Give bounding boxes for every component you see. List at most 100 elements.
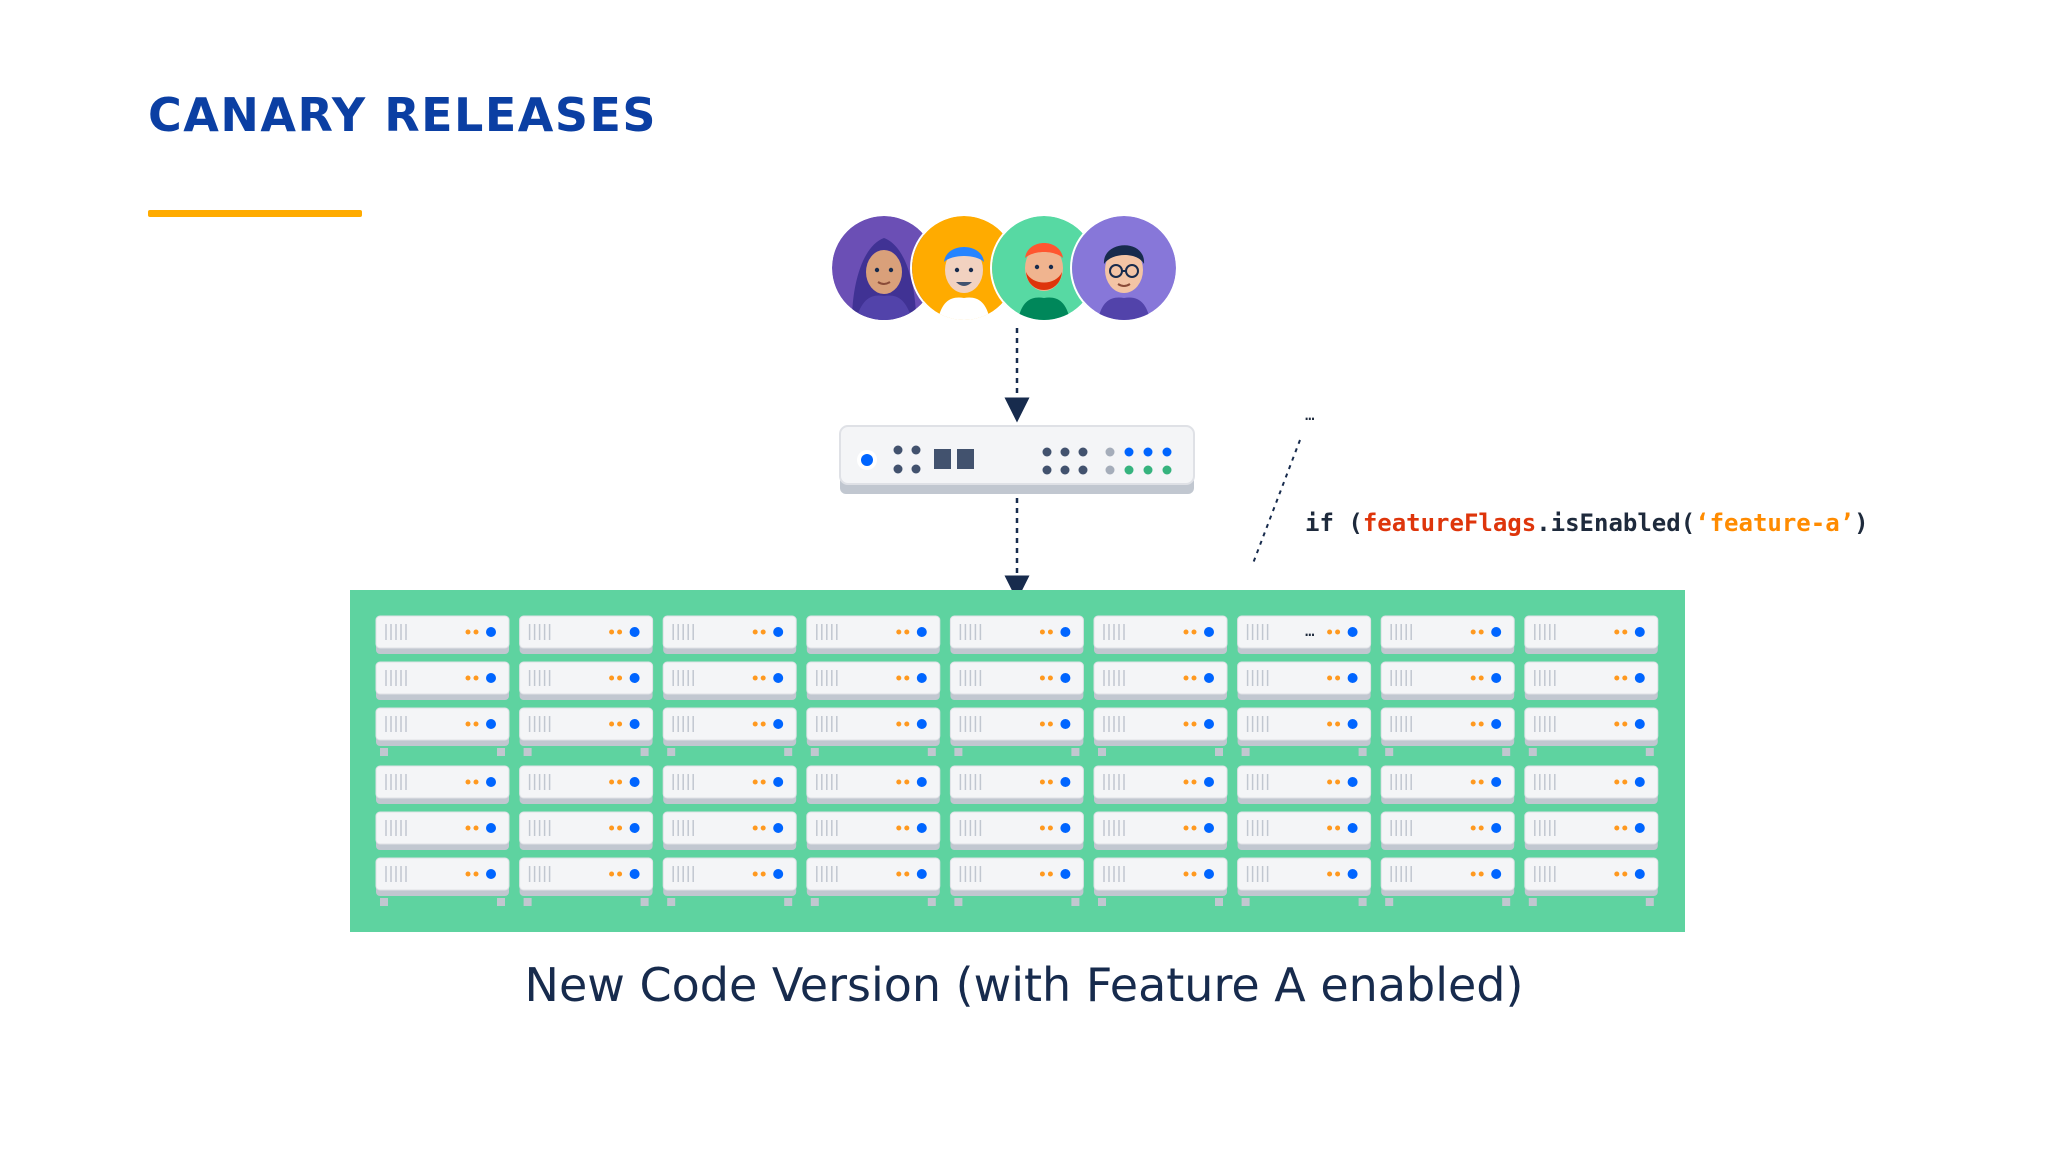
server-rack-foot: [1215, 898, 1223, 906]
server-unit-face: [1237, 811, 1372, 845]
server-unit: [375, 857, 510, 896]
server-rack-foot: [1502, 898, 1511, 906]
server-rack-foot: [640, 748, 649, 756]
server-led-orange: [1622, 871, 1628, 877]
server-unit: [1380, 661, 1515, 700]
server-unit-face: [1524, 811, 1659, 845]
server-led-blue: [1204, 673, 1214, 683]
server-led-blue: [916, 823, 927, 833]
server-led-blue: [629, 719, 640, 729]
server-led-orange: [1191, 779, 1197, 785]
server-led-orange: [1183, 871, 1189, 877]
server-led-blue: [629, 823, 640, 833]
server-unit-face: [375, 765, 510, 799]
server-unit: [519, 707, 654, 746]
code-keyword: if: [1305, 509, 1334, 537]
server-rack-foot: [667, 898, 676, 906]
server-grid: [375, 615, 1659, 906]
server-led-blue: [1204, 777, 1214, 787]
server-unit-face: [806, 707, 941, 741]
server-led-blue: [1060, 869, 1071, 879]
server-led-orange: [752, 779, 758, 785]
server-led-orange: [896, 629, 902, 635]
server-unit-face: [375, 707, 510, 741]
server-rack-foot: [927, 748, 936, 756]
server-rack-foot: [1645, 898, 1654, 906]
server-led-blue: [1634, 719, 1645, 729]
server-rack: [519, 765, 654, 906]
server-led-orange: [1335, 871, 1341, 877]
server-unit: [806, 661, 941, 700]
server-led-orange: [904, 779, 910, 785]
server-unit: [519, 765, 654, 804]
server-led-orange: [896, 825, 902, 831]
server-led-blue: [1204, 869, 1214, 879]
server-led-orange: [473, 629, 479, 635]
server-unit: [1237, 615, 1372, 654]
server-led-blue: [486, 719, 496, 729]
server-unit: [1524, 811, 1659, 850]
server-led-orange: [1039, 779, 1045, 785]
server-unit-face: [949, 707, 1084, 741]
server-led-orange: [896, 721, 902, 727]
feature-flag-code: … if (featureFlags.isEnabled(‘feature-a’…: [1305, 325, 1869, 685]
server-led-orange: [473, 675, 479, 681]
server-led-orange: [1183, 779, 1189, 785]
server-led-orange: [473, 779, 479, 785]
title-underline: [148, 210, 362, 217]
server-unit-face: [1524, 707, 1659, 741]
server-led-orange: [904, 629, 910, 635]
server-rack: [662, 765, 797, 906]
server-led-orange: [1039, 871, 1045, 877]
server-unit: [375, 661, 510, 700]
server-rack-foot: [523, 898, 532, 906]
server-led-blue: [1634, 627, 1645, 637]
server-rack: [949, 765, 1084, 906]
server-rack-foot: [1528, 748, 1537, 756]
server-led-orange: [1039, 675, 1045, 681]
server-led-orange: [1039, 825, 1045, 831]
server-rack-foot: [1241, 898, 1250, 906]
server-led-orange: [1470, 825, 1476, 831]
server-led-orange: [609, 675, 615, 681]
server-rack: [519, 615, 654, 756]
server-led-orange: [609, 779, 615, 785]
server-unit-face: [949, 857, 1084, 891]
server-rack-foot: [784, 748, 793, 756]
server-rack-foot: [640, 898, 649, 906]
server-rack-foot: [497, 898, 505, 906]
server-unit: [1093, 661, 1228, 700]
server-led-orange: [1183, 675, 1189, 681]
server-led-orange: [1039, 629, 1045, 635]
server-led-orange: [1478, 871, 1484, 877]
server-led-blue: [1060, 627, 1071, 637]
server-led-orange: [904, 871, 910, 877]
server-unit: [1237, 661, 1372, 700]
server-led-blue: [629, 673, 640, 683]
server-led-orange: [1622, 779, 1628, 785]
server-unit: [375, 615, 510, 654]
server-led-orange: [465, 675, 471, 681]
server-led-orange: [473, 721, 479, 727]
server-rack-foot: [1385, 898, 1394, 906]
server-led-orange: [1470, 779, 1476, 785]
server-rack-foot: [927, 898, 936, 906]
user-avatar-blue-hair: [912, 216, 1016, 320]
server-rack: [1093, 765, 1228, 906]
server-led-blue: [486, 869, 496, 879]
server-unit: [949, 857, 1084, 896]
server-unit: [519, 661, 654, 700]
server-led-orange: [752, 629, 758, 635]
server-led-blue: [1060, 777, 1071, 787]
server-rack-foot: [1071, 748, 1080, 756]
server-unit: [1093, 765, 1228, 804]
server-rack-foot: [380, 898, 388, 906]
server-unit: [375, 707, 510, 746]
server-unit: [375, 811, 510, 850]
server-led-orange: [752, 825, 758, 831]
server-unit-face: [1380, 765, 1515, 799]
server-led-blue: [1491, 869, 1502, 879]
server-unit: [662, 707, 797, 746]
server-unit-face: [949, 661, 1084, 695]
server-unit: [519, 857, 654, 896]
